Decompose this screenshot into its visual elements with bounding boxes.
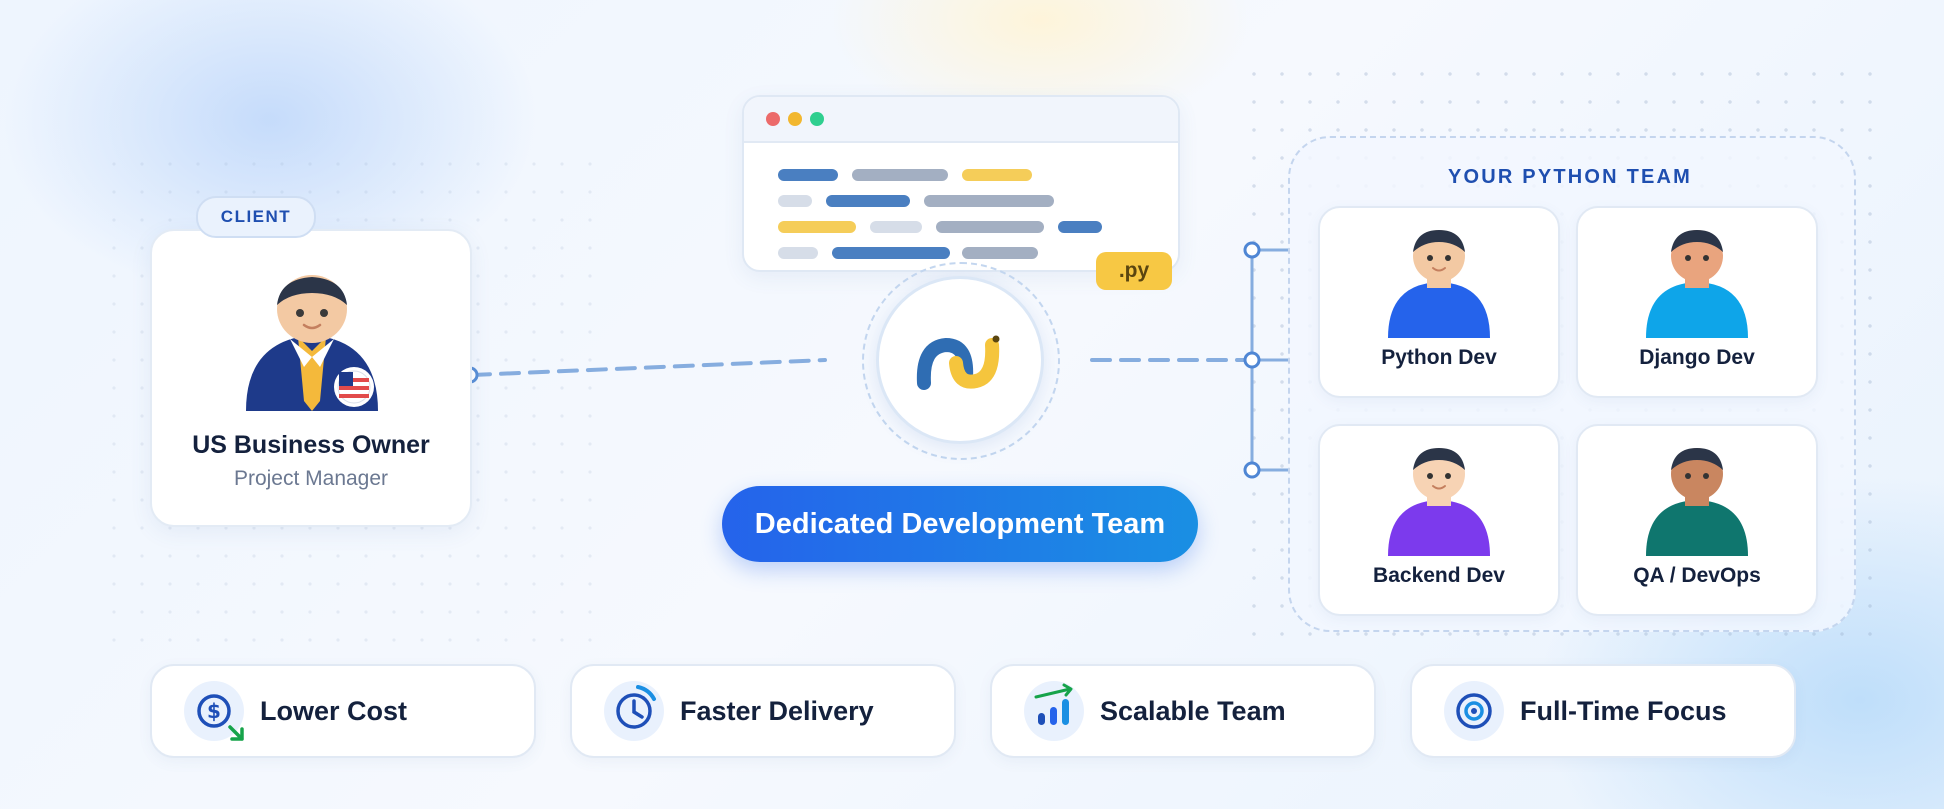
window-maximize-dot xyxy=(810,112,824,126)
window-title-bar xyxy=(744,97,1178,143)
client-card: US Business Owner Project Manager xyxy=(150,229,472,527)
business-owner-avatar xyxy=(246,275,378,411)
bracket-node-middle xyxy=(1243,351,1261,369)
team-member-card: Django Dev xyxy=(1576,206,1818,398)
benefit-label: Scalable Team xyxy=(1100,695,1286,726)
team-member-name: Python Dev xyxy=(1381,346,1497,369)
client-badge: CLIENT xyxy=(196,196,316,238)
center-dashed-ring xyxy=(862,262,1060,460)
avatar-shirt xyxy=(1388,282,1490,338)
client-role: Project Manager xyxy=(233,467,389,490)
dollar-down-icon: $ xyxy=(197,694,244,741)
benefit-card-full-time-focus: Full-Time Focus xyxy=(1410,664,1796,758)
code-line xyxy=(778,195,812,207)
dedicated-team-pill: Dedicated Development Team xyxy=(722,486,1198,562)
target-icon xyxy=(1456,693,1492,729)
client-name: US Business Owner xyxy=(192,431,430,459)
team-member-name: QA / DevOps xyxy=(1633,564,1761,587)
team-member-name: Django Dev xyxy=(1639,346,1755,369)
bracket-node-top xyxy=(1243,241,1261,259)
python-logo-icon xyxy=(916,335,1000,390)
qa-devops-avatar xyxy=(1646,448,1748,556)
clock-icon xyxy=(616,685,656,729)
window-minimize-dot xyxy=(788,112,802,126)
benefit-label: Full-Time Focus xyxy=(1520,695,1727,726)
team-member-name: Backend Dev xyxy=(1373,564,1505,587)
code-line xyxy=(826,195,910,207)
growth-bars-icon xyxy=(1034,683,1073,725)
team-member-card: QA / DevOps xyxy=(1576,424,1818,616)
code-line xyxy=(778,221,856,233)
avatar-shirt xyxy=(1388,500,1490,556)
code-window xyxy=(742,95,1180,272)
benefit-label: Faster Delivery xyxy=(680,695,874,726)
py-file-badge: .py xyxy=(1096,252,1172,290)
team-member-card: Backend Dev xyxy=(1318,424,1560,616)
avatar-shirt xyxy=(1646,282,1748,338)
code-line xyxy=(924,195,1054,207)
django-dev-avatar xyxy=(1646,230,1748,338)
client-connector xyxy=(470,358,827,377)
team-title: YOUR PYTHON TEAM xyxy=(1447,166,1693,188)
window-close-dot xyxy=(766,112,780,126)
team-member-card: Python Dev xyxy=(1318,206,1560,398)
code-line xyxy=(778,247,818,259)
svg-text:$: $ xyxy=(207,699,221,723)
backend-dev-avatar xyxy=(1388,448,1490,556)
code-line xyxy=(962,169,1032,181)
code-line xyxy=(962,247,1038,259)
benefit-card-scalable-team: Scalable Team xyxy=(990,664,1376,758)
bracket-node-bottom xyxy=(1243,461,1261,479)
code-line xyxy=(870,221,922,233)
center-logo-circle xyxy=(876,276,1044,444)
benefit-card-faster-delivery: Faster Delivery xyxy=(570,664,956,758)
code-line xyxy=(778,169,838,181)
code-line xyxy=(1058,221,1102,233)
benefit-label: Lower Cost xyxy=(260,695,408,726)
python-dev-avatar xyxy=(1388,230,1490,338)
code-line xyxy=(936,221,1044,233)
code-line xyxy=(832,247,950,259)
avatar-shirt xyxy=(1646,500,1748,556)
code-line xyxy=(852,169,948,181)
benefit-card-lower-cost: $ Lower Cost xyxy=(150,664,536,758)
